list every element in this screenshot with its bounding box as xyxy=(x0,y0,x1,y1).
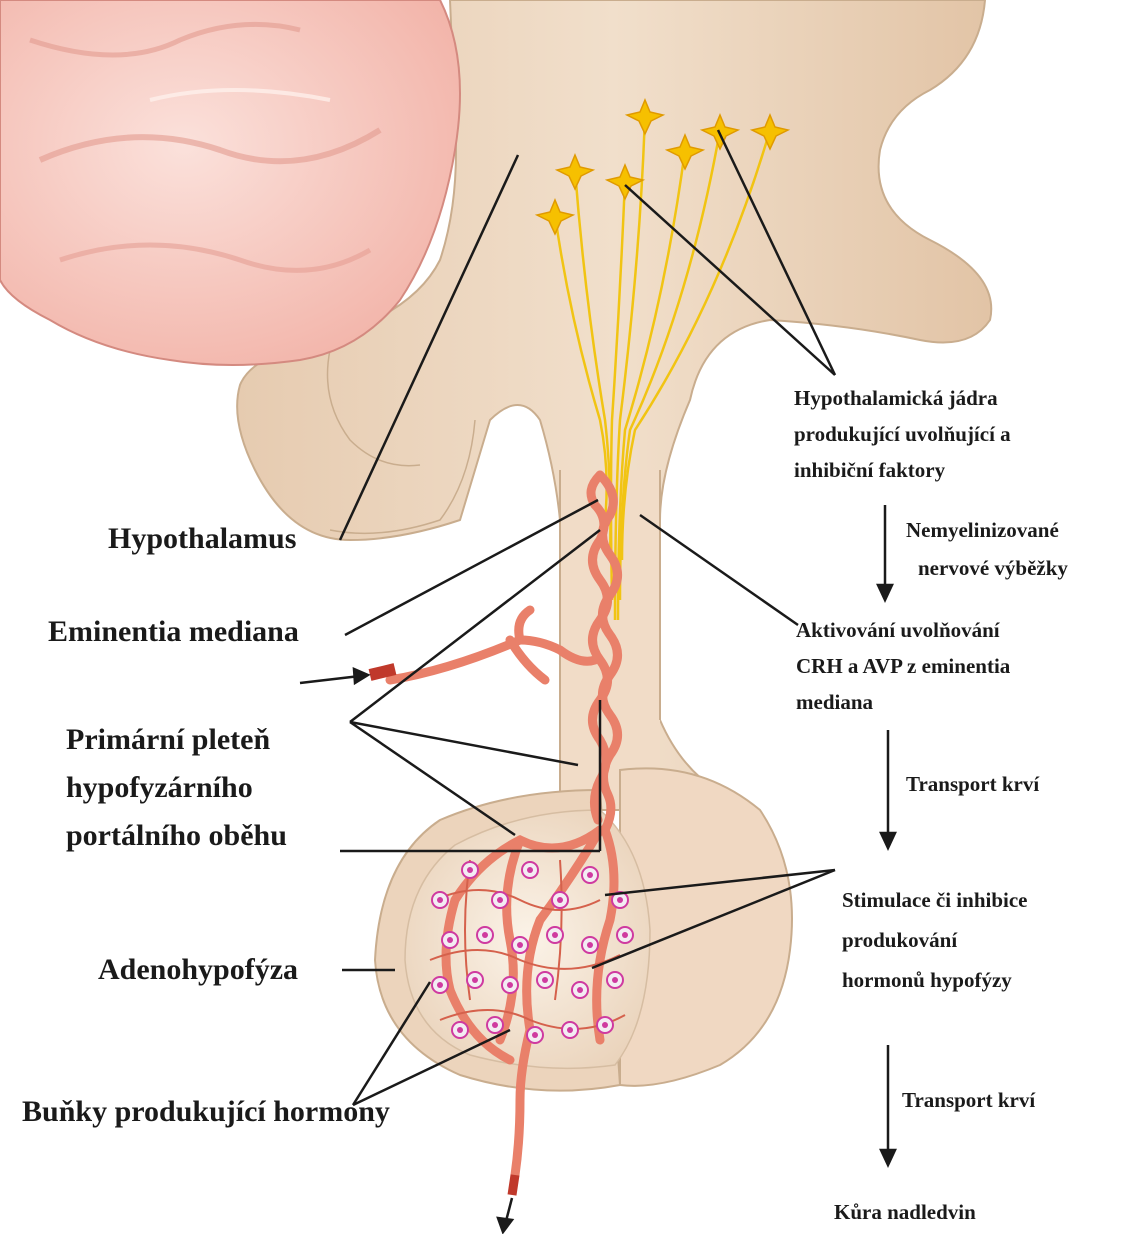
flow-release-line1: Aktivování uvolňování xyxy=(796,612,1000,648)
label-hormone-cells: Buňky produkující hormony xyxy=(22,1088,390,1136)
brain-gyrus xyxy=(0,0,460,365)
flow-nuclei-line3: inhibiční faktory xyxy=(794,452,945,488)
superior-hypophyseal-artery xyxy=(370,669,395,675)
label-primary-plexus-line3: portálního oběhu xyxy=(66,812,287,860)
flow-arrows-right xyxy=(878,505,895,1165)
flow-release-line3: mediana xyxy=(796,684,873,720)
label-adenohypophysis: Adenohypofýza xyxy=(98,946,298,994)
flow-stimulation-line1: Stimulace či inhibice xyxy=(842,882,1028,918)
flow-transport-2: Transport krví xyxy=(902,1082,1035,1118)
flow-stimulation-line2: produkování xyxy=(842,922,957,958)
label-primary-plexus-line2: hypofyzárního xyxy=(66,764,253,812)
flow-stimulation-line3: hormonů hypofýzy xyxy=(842,962,1012,998)
flow-nuclei-line1: Hypothalamická jádra xyxy=(794,380,998,416)
label-hypothalamus: Hypothalamus xyxy=(108,515,296,563)
hypophyseal-vein xyxy=(512,1175,515,1195)
label-primary-plexus-line1: Primární pleteň xyxy=(66,716,270,764)
flow-fibers-line1: Nemyelinizované xyxy=(906,512,1059,548)
flow-transport-1: Transport krví xyxy=(906,766,1039,802)
label-eminentia-mediana: Eminentia mediana xyxy=(48,608,299,656)
flow-adrenal-cortex: Kůra nadledvin xyxy=(834,1194,976,1230)
flow-release-line2: CRH a AVP z eminentia xyxy=(796,648,1010,684)
flow-fibers-line2: nervové výběžky xyxy=(918,550,1068,586)
flow-nuclei-line2: produkující uvolňující a xyxy=(794,416,1011,452)
